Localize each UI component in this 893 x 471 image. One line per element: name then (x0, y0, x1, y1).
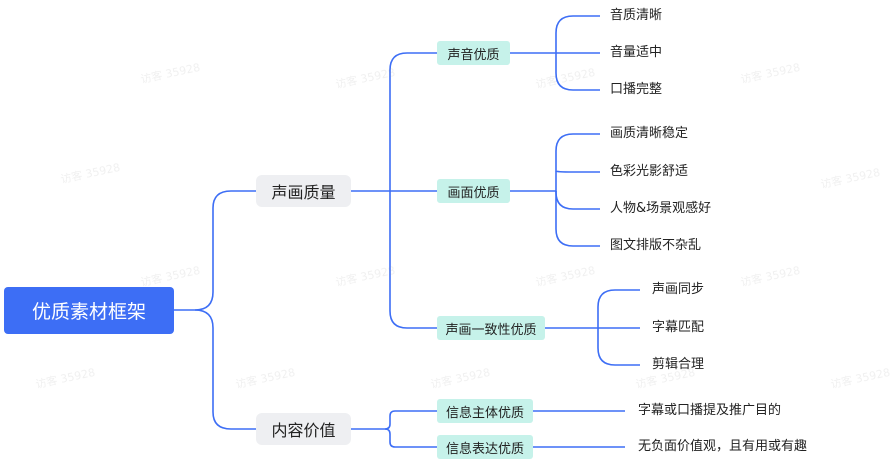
leaf-node[interactable]: 画质清晰稳定 (610, 126, 689, 141)
leaf-node[interactable]: 声画同步 (652, 282, 705, 297)
leaf-node[interactable]: 人物&场景观感好 (610, 201, 712, 216)
sub-node-sound-quality[interactable]: 声音优质 (437, 41, 510, 65)
root-node[interactable]: 优质素材框架 (4, 287, 174, 334)
sub-node-av-consistency[interactable]: 声画一致性优质 (437, 316, 545, 340)
leaf-node[interactable]: 图文排版不杂乱 (610, 238, 702, 253)
leaf-node[interactable]: 色彩光影舒适 (610, 164, 689, 179)
sub-node-info-subject[interactable]: 信息主体优质 (437, 399, 533, 423)
sub-node-info-expression[interactable]: 信息表达优质 (437, 435, 533, 459)
leaf-node[interactable]: 音质清晰 (610, 8, 663, 23)
branch-node-sound-picture-quality[interactable]: 声画质量 (256, 175, 351, 207)
leaf-node[interactable]: 无负面价值观，且有用或有趣 (638, 439, 808, 454)
leaf-node[interactable]: 音量适中 (610, 45, 663, 60)
leaf-node[interactable]: 字幕匹配 (652, 320, 705, 335)
branch-node-content-value[interactable]: 内容价值 (256, 413, 351, 445)
leaf-node[interactable]: 剪辑合理 (652, 357, 705, 372)
leaf-node[interactable]: 字幕或口播提及推广目的 (638, 403, 782, 418)
leaf-node[interactable]: 口播完整 (610, 82, 663, 97)
sub-node-picture-quality[interactable]: 画面优质 (437, 179, 510, 203)
